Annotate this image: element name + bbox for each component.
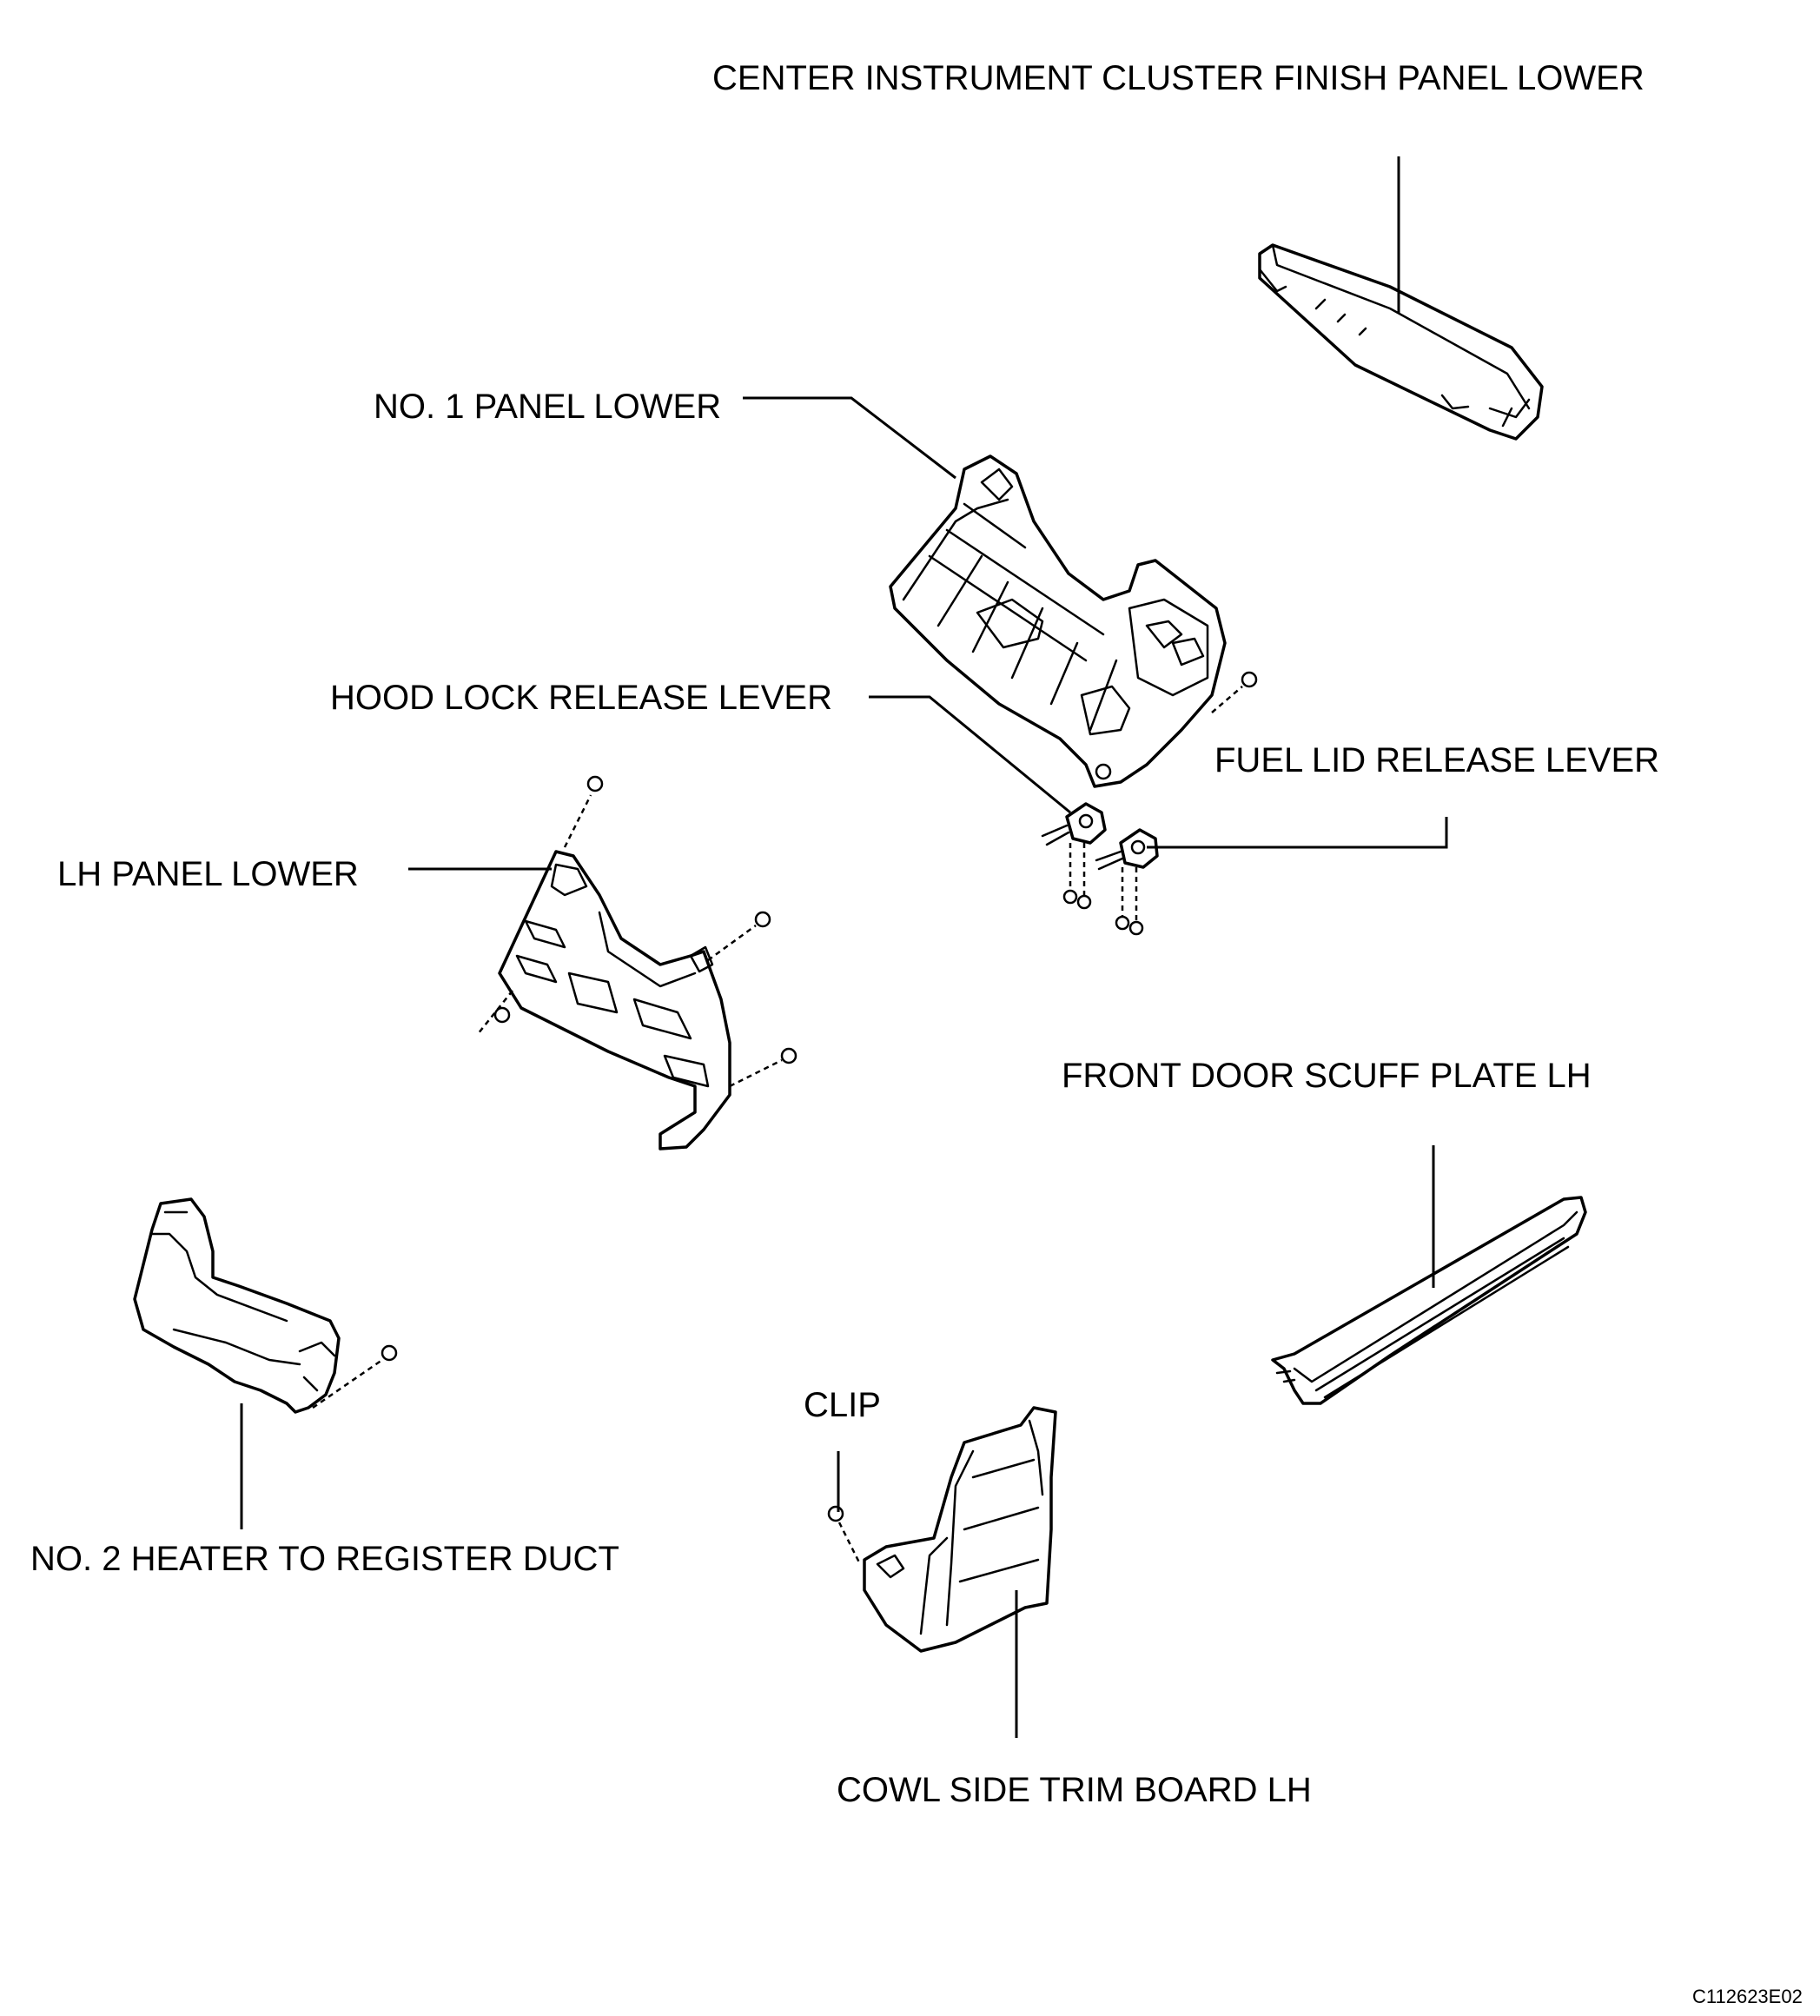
no1-panel-lower-part: [889, 454, 1227, 788]
clip-label: CLIP: [804, 1386, 881, 1424]
front-door-scuff-plate-label: FRONT DOOR SCUFF PLATE LH: [1062, 1057, 1592, 1095]
heater-duct-label: NO. 2 HEATER TO REGISTER DUCT: [30, 1540, 619, 1578]
leader-lines: [240, 156, 1448, 1738]
lever-screws: [1062, 671, 1258, 936]
fuel-lid-release-lever-part: [1095, 828, 1159, 871]
lh-panel-lower-label: LH PANEL LOWER: [57, 855, 359, 893]
hood-lock-release-lever-label: HOOD LOCK RELEASE LEVER: [330, 679, 832, 717]
figure-code: C112623E02: [1692, 1986, 1803, 2007]
front-door-scuff-plate-part: [1271, 1196, 1587, 1405]
lh-panel-screws: [477, 775, 797, 1088]
fuel-lid-release-lever-label: FUEL LID RELEASE LEVER: [1214, 741, 1660, 779]
lh-panel-lower-part: [498, 850, 731, 1151]
hood-lock-release-lever-part: [1041, 802, 1107, 846]
cowl-side-trim-board-label: COWL SIDE TRIM BOARD LH: [837, 1771, 1312, 1809]
no1-panel-lower-label: NO. 1 PANEL LOWER: [374, 388, 722, 426]
heater-duct-part: [133, 1197, 398, 1414]
cowl-side-trim-board-part: [863, 1406, 1057, 1653]
clip-part: [827, 1505, 862, 1565]
center-cluster-finish-panel-part: [1258, 243, 1544, 441]
center-cluster-finish-panel-label: CENTER INSTRUMENT CLUSTER FINISH PANEL L…: [712, 59, 1645, 97]
